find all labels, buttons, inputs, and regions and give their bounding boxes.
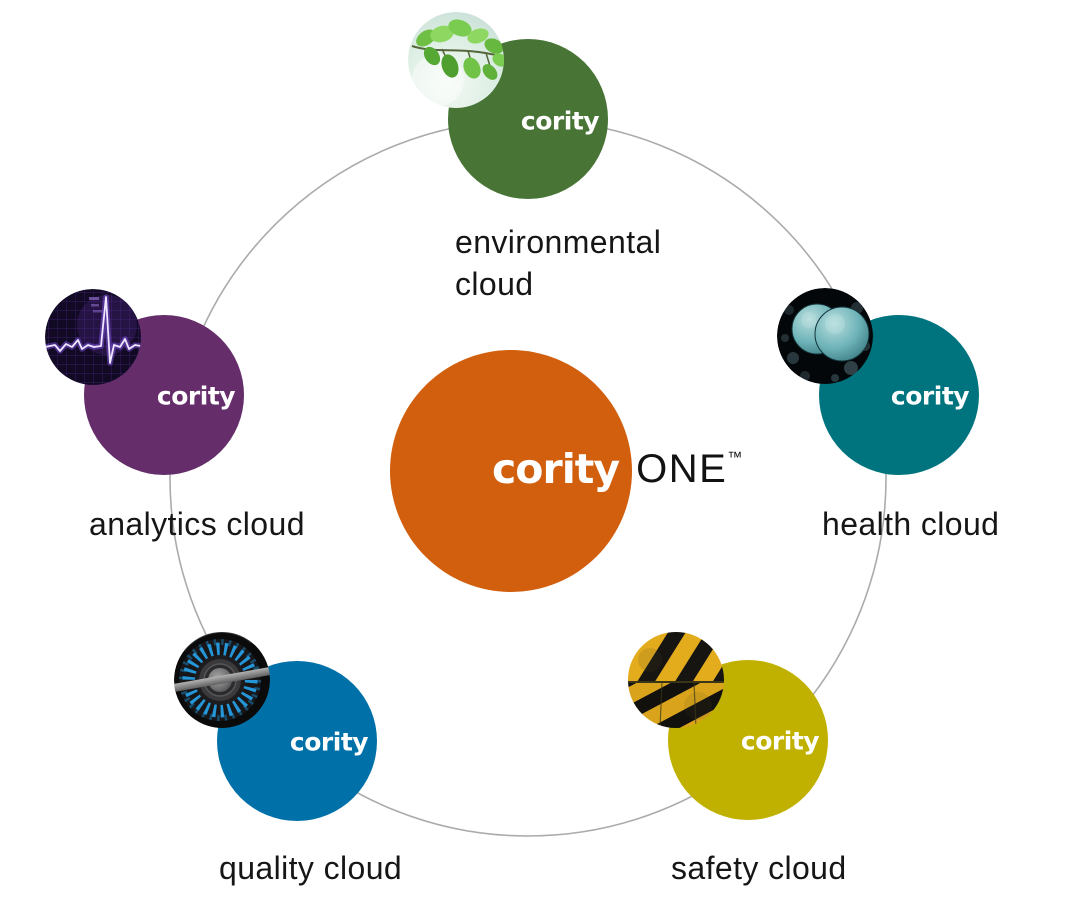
health-cloud-label: health cloud	[822, 506, 1000, 542]
trademark-symbol: ™	[727, 448, 743, 466]
hazard-stripes-photo	[628, 632, 724, 728]
cority-logo-safety: cority	[740, 726, 820, 756]
cority-logo-environmental: cority	[520, 106, 600, 136]
ekg-waveform-photo	[45, 289, 141, 385]
quality-cloud-label: quality cloud	[219, 850, 403, 886]
cority-logo-quality: cority	[289, 727, 369, 757]
bacteria-cells-photo	[777, 288, 873, 384]
leaves-photo	[408, 12, 504, 108]
safety-cloud-label: safety cloud	[671, 850, 847, 886]
cority-logo-center: cority	[492, 445, 620, 493]
cority-one-circle	[390, 350, 632, 592]
analytics-cloud-label: analytics cloud	[89, 506, 305, 542]
turbine-photo	[174, 632, 270, 728]
cority-logo-health: cority	[890, 381, 970, 411]
cority-logo-analytics: cority	[156, 381, 236, 411]
environmental-cloud-label: environmental cloud	[455, 224, 662, 302]
one-text: ONE	[636, 446, 728, 491]
